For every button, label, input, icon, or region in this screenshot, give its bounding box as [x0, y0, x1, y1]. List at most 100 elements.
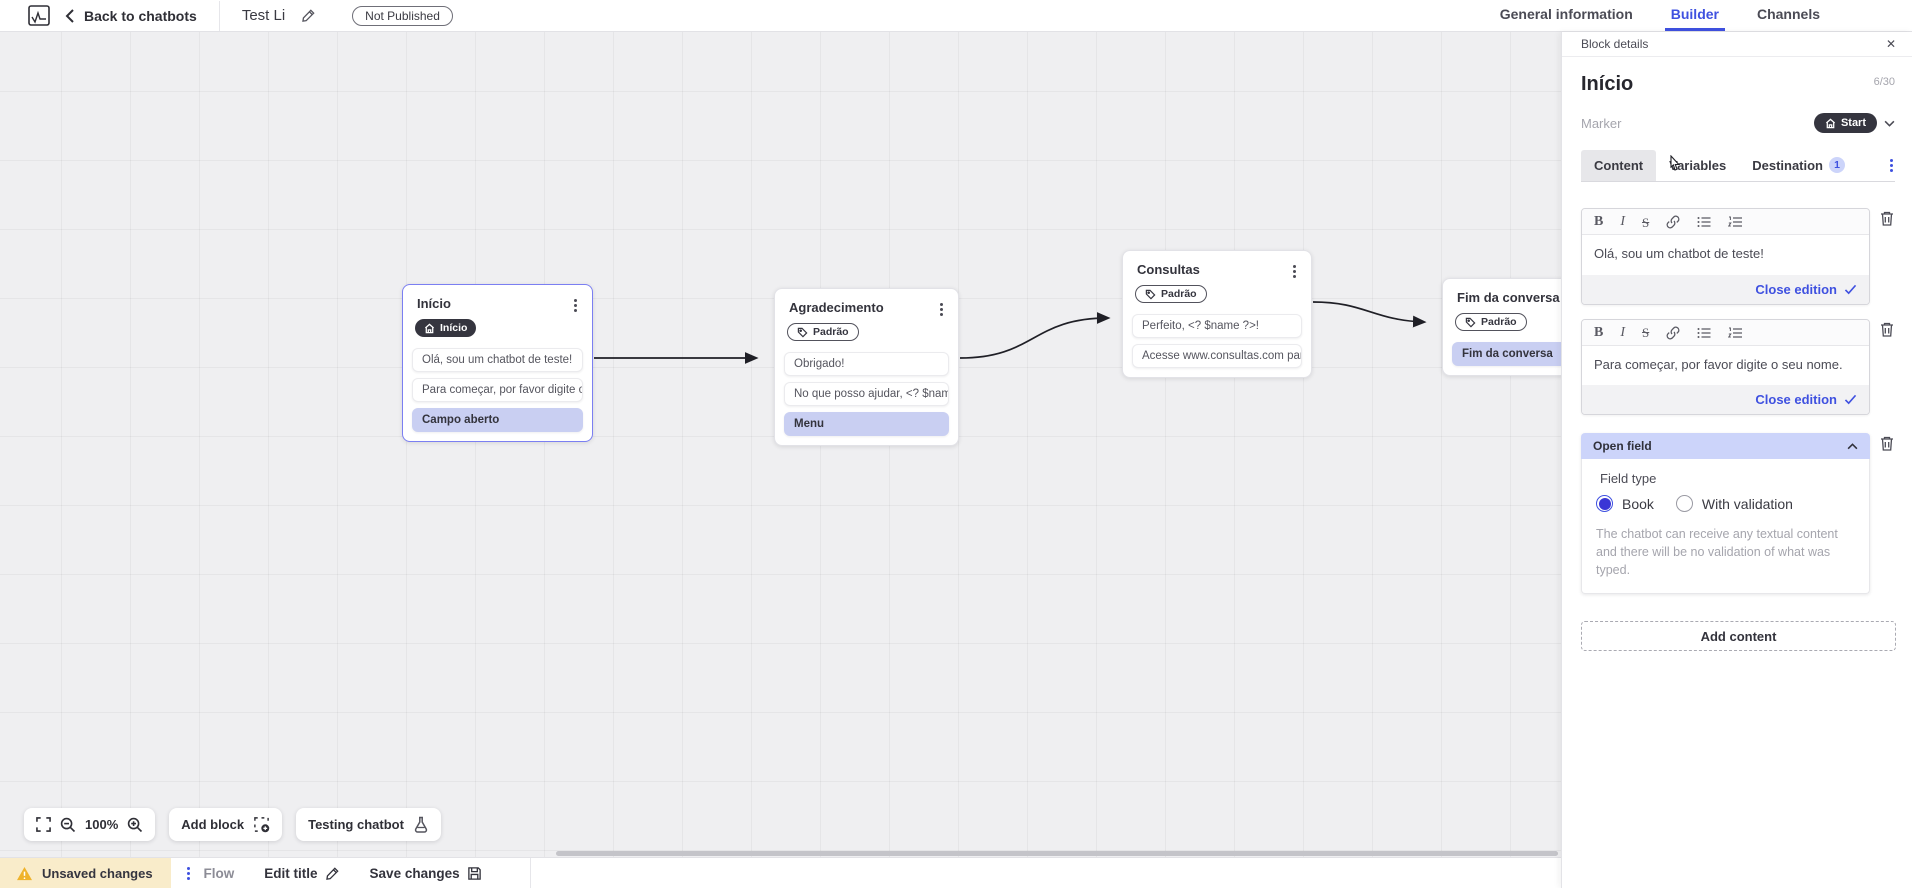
- tab-general-information[interactable]: General information: [1499, 6, 1633, 22]
- text-editor: B I S Olá, sou um chatbot de teste! Clos…: [1581, 208, 1870, 305]
- destination-count-badge: 1: [1829, 157, 1846, 173]
- block-menu-kebab-icon[interactable]: [934, 301, 948, 318]
- block-content-row[interactable]: No que posso ajudar, <? $name ...: [784, 381, 949, 406]
- unsaved-changes-label: Unsaved changes: [42, 865, 153, 881]
- check-icon: [1844, 284, 1857, 294]
- connection-arrows: [594, 301, 1427, 364]
- panel-tabs: Content Variables Destination 1: [1581, 149, 1895, 182]
- block-field-row[interactable]: Menu: [784, 411, 949, 436]
- zoom-out-icon[interactable]: [60, 817, 76, 833]
- numbered-list-icon[interactable]: [1728, 216, 1743, 228]
- close-edition-button[interactable]: Close edition: [1755, 282, 1857, 297]
- edit-title-button[interactable]: Edit title: [264, 866, 339, 881]
- strikethrough-icon[interactable]: S: [1642, 325, 1650, 340]
- start-marker-pill: Start: [1813, 113, 1877, 133]
- zoom-controls: 100%: [24, 808, 156, 841]
- content-editor-row: B I S Olá, sou um chatbot de teste! Clos…: [1581, 208, 1895, 305]
- radio-book[interactable]: Book: [1596, 495, 1654, 512]
- close-panel-icon[interactable]: ✕: [1885, 37, 1896, 51]
- panel-title: Block details: [1581, 37, 1649, 51]
- save-changes-button[interactable]: Save changes: [370, 866, 482, 881]
- bold-icon[interactable]: B: [1594, 214, 1604, 229]
- tab-destination[interactable]: Destination 1: [1739, 149, 1858, 181]
- block-content-row[interactable]: Perfeito, <? $name ?>!: [1132, 313, 1302, 338]
- block-field-row[interactable]: Campo aberto: [412, 407, 583, 432]
- edit-title-pencil-icon[interactable]: [301, 8, 316, 23]
- back-label: Back to chatbots: [84, 7, 197, 24]
- zoom-in-icon[interactable]: [127, 817, 143, 833]
- top-navigation-tabs: General information Builder Channels: [1498, 0, 1912, 31]
- add-content-button[interactable]: Add content: [1581, 621, 1896, 652]
- bold-icon[interactable]: B: [1594, 324, 1604, 340]
- tag-icon: [797, 327, 808, 337]
- block-field-row[interactable]: Fim da conversa: [1452, 341, 1561, 366]
- block-marker-badge: Padrão: [1455, 313, 1527, 331]
- block-menu-kebab-icon[interactable]: [1287, 263, 1301, 280]
- panel-tabs-kebab-icon[interactable]: [1888, 157, 1895, 174]
- strikethrough-icon[interactable]: S: [1642, 214, 1650, 230]
- tab-channels[interactable]: Channels: [1756, 6, 1820, 22]
- check-icon: [1844, 394, 1857, 405]
- bottom-bar: Unsaved changes Flow Edit title Save cha…: [0, 857, 1561, 888]
- block-name-field[interactable]: Início: [1581, 73, 1634, 95]
- tab-builder[interactable]: Builder: [1664, 0, 1726, 31]
- link-icon[interactable]: [1666, 215, 1680, 229]
- canvas-horizontal-scrollbar[interactable]: [556, 851, 1558, 856]
- block-content-row[interactable]: Obrigado!: [784, 351, 949, 376]
- block-content-row[interactable]: Para começar, por favor digite o ...: [412, 377, 583, 402]
- message-text[interactable]: Olá, sou um chatbot de teste!: [1594, 246, 1764, 261]
- header-divider: [218, 0, 220, 31]
- add-block-label: Add block: [181, 817, 245, 832]
- add-block-icon: [254, 817, 270, 833]
- flow-block-consultas[interactable]: Consultas Padrão Perfeito, <? $name ?>! …: [1122, 250, 1312, 378]
- numbered-list-icon[interactable]: [1728, 327, 1743, 339]
- bullet-list-icon[interactable]: [1697, 327, 1711, 339]
- flow-menu-item[interactable]: Flow: [203, 865, 235, 881]
- char-counter: 6/30: [1873, 76, 1895, 88]
- italic-icon[interactable]: I: [1620, 324, 1626, 340]
- back-to-chatbots-button[interactable]: Back to chatbots: [65, 8, 197, 24]
- block-content-row[interactable]: Olá, sou um chatbot de teste!: [412, 347, 583, 372]
- status-badge: Not Published: [352, 5, 453, 26]
- delete-content-icon[interactable]: [1879, 210, 1895, 227]
- block-title: Início: [417, 296, 451, 311]
- mouse-cursor: [1670, 155, 1681, 171]
- flow-block-agradecimento[interactable]: Agradecimento Padrão Obrigado! No que po…: [774, 288, 959, 446]
- block-title: Consultas: [1137, 262, 1200, 277]
- editor-toolbar: B I S: [1582, 319, 1869, 346]
- arrow-agradecimento-to-consultas: [959, 312, 1111, 359]
- fullscreen-icon[interactable]: [36, 817, 51, 832]
- open-field-header[interactable]: Open field: [1581, 433, 1870, 459]
- editor-toolbar: B I S: [1582, 209, 1869, 235]
- app-logo-icon: [26, 4, 51, 28]
- tab-content[interactable]: Content: [1581, 149, 1657, 181]
- block-content-row[interactable]: Acesse www.consultas.com par...: [1132, 343, 1302, 368]
- marker-dropdown[interactable]: Start: [1813, 113, 1895, 133]
- home-icon: [1825, 118, 1835, 128]
- delete-content-icon[interactable]: [1879, 321, 1895, 338]
- block-details-panel: Block details ✕ Início 6/30 Marker Start: [1561, 32, 1912, 888]
- open-field-row: Open field Field type Book Wi: [1581, 433, 1895, 595]
- top-bar: Back to chatbots Test Li Not Published G…: [0, 0, 1912, 32]
- bottom-menu-kebab-icon[interactable]: [186, 865, 190, 882]
- testing-chatbot-button[interactable]: Testing chatbot: [296, 808, 441, 841]
- flow-canvas[interactable]: Início Início Olá, sou um chatbot de tes…: [0, 32, 1561, 857]
- add-block-button[interactable]: Add block: [169, 808, 283, 841]
- flow-block-fim-da-conversa[interactable]: Fim da conversa Padrão Fim da conversa: [1442, 278, 1561, 376]
- tag-icon: [1465, 317, 1476, 327]
- radio-with-validation[interactable]: With validation: [1675, 495, 1793, 512]
- chatbot-title[interactable]: Test Li: [241, 7, 286, 24]
- flow-block-inicio[interactable]: Início Início Olá, sou um chatbot de tes…: [402, 284, 593, 442]
- radio-unselected-icon: [1675, 495, 1693, 512]
- tag-icon: [1145, 289, 1156, 299]
- delete-open-field-icon[interactable]: [1879, 435, 1895, 452]
- close-edition-button[interactable]: Close edition: [1755, 392, 1857, 407]
- link-icon[interactable]: [1666, 326, 1680, 340]
- block-menu-kebab-icon[interactable]: [568, 297, 582, 314]
- zoom-level: 100%: [85, 817, 119, 832]
- italic-icon[interactable]: I: [1620, 214, 1626, 229]
- bullet-list-icon[interactable]: [1697, 216, 1711, 228]
- message-text[interactable]: Para começar, por favor digite o seu nom…: [1594, 356, 1843, 372]
- tab-variables[interactable]: Variables: [1669, 157, 1727, 173]
- field-type-description: The chatbot can receive any textual cont…: [1596, 527, 1838, 578]
